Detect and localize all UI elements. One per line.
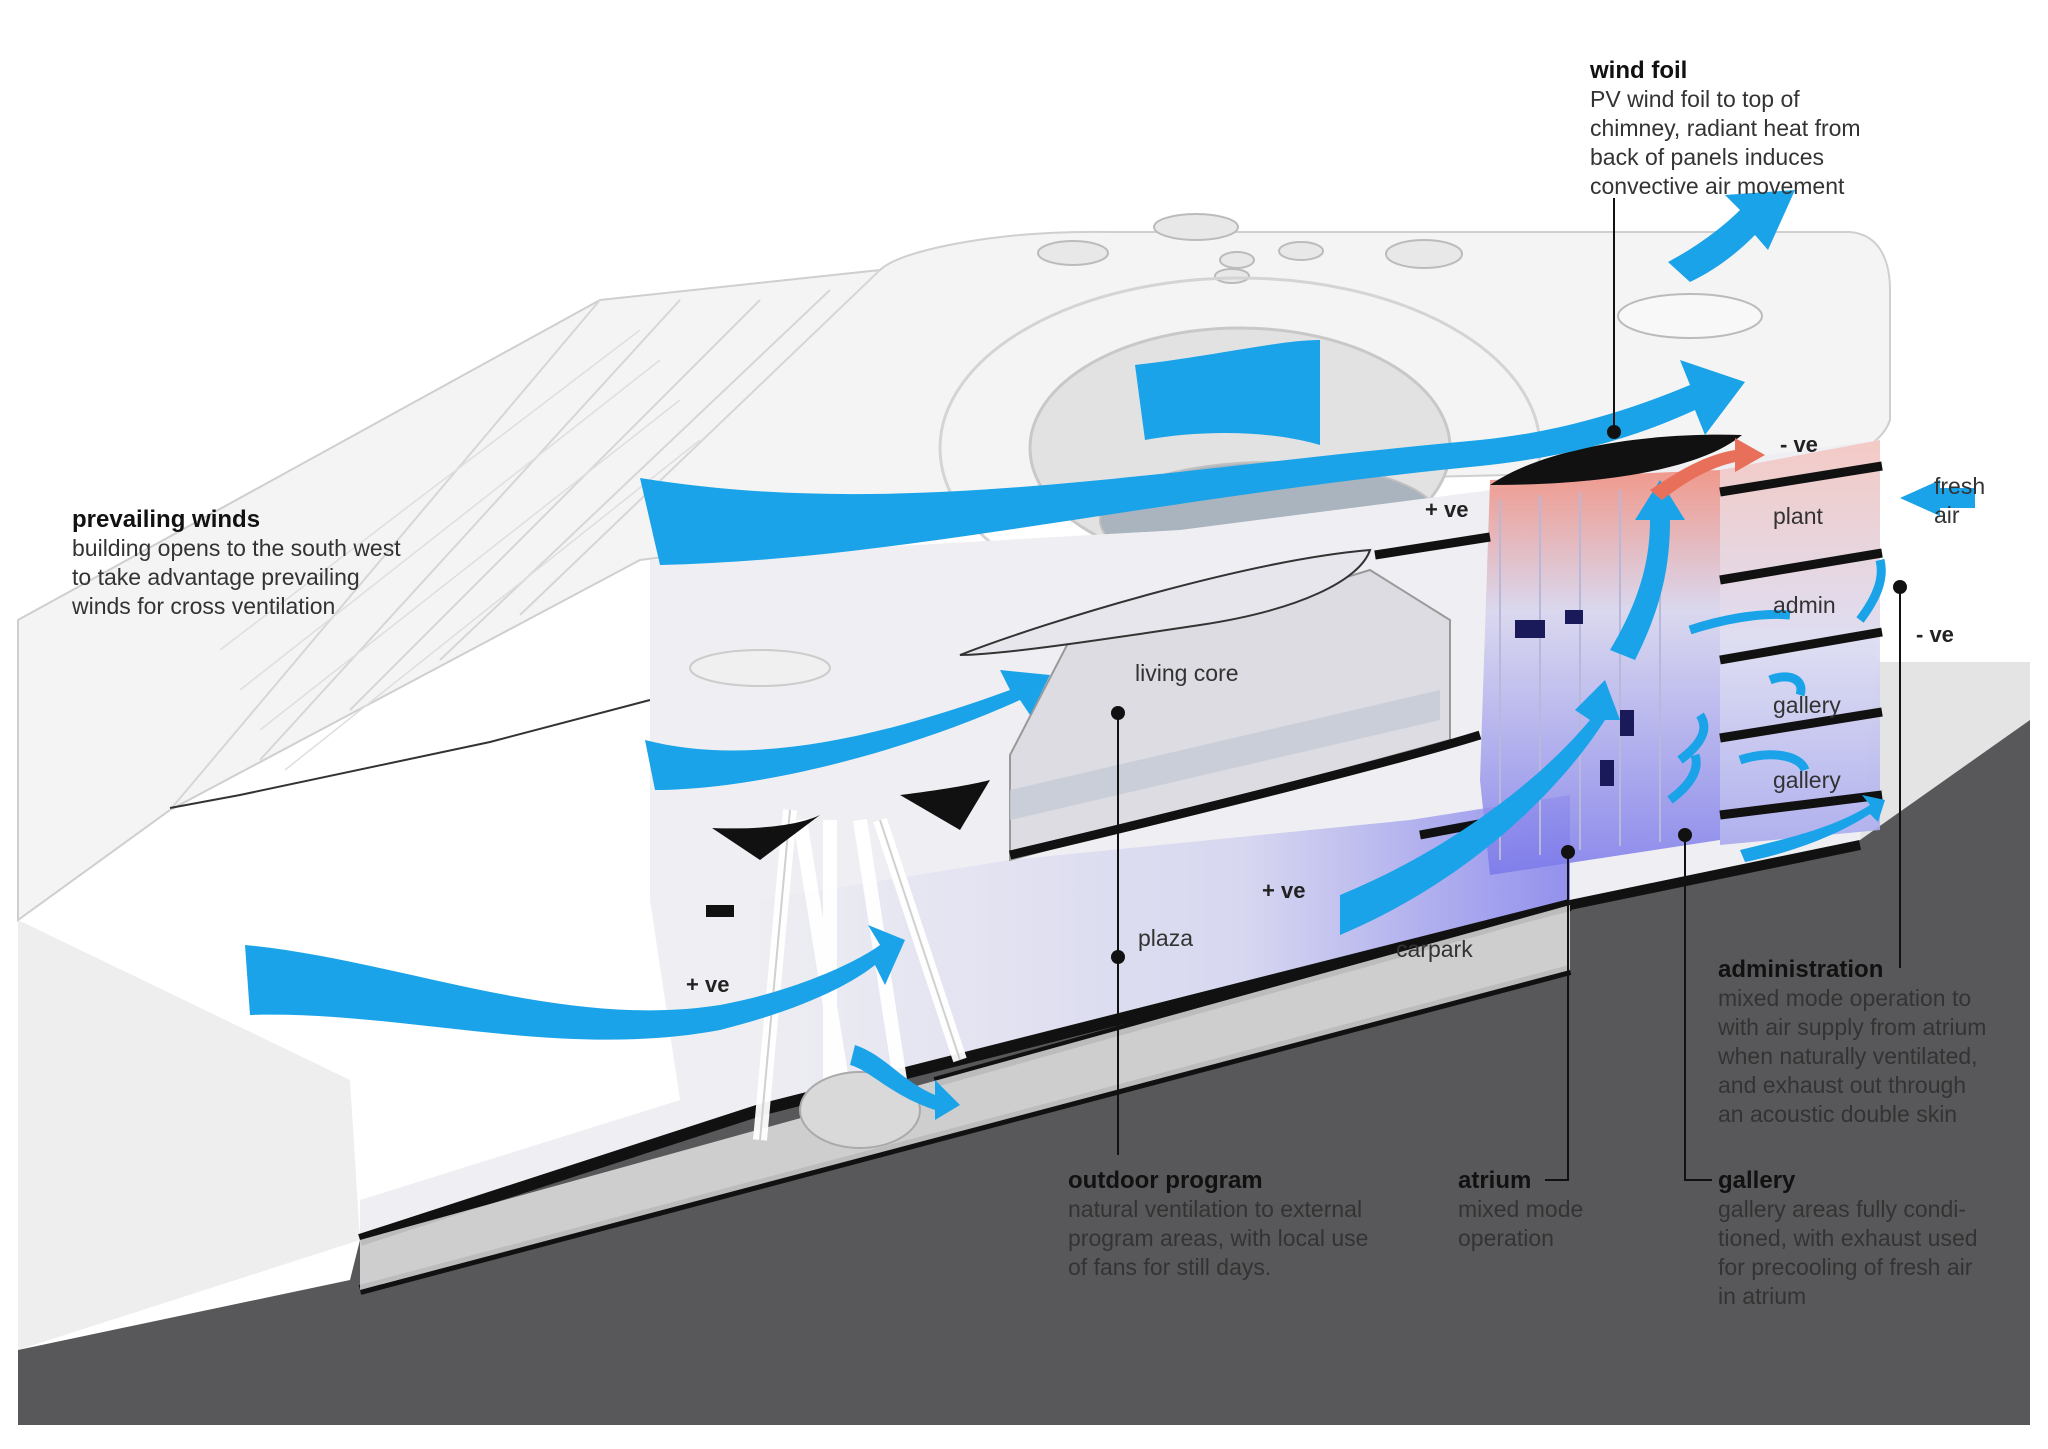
airflow-arrow-stair [850, 1045, 960, 1120]
canopy-grid [169, 269, 881, 811]
ground-right-light [1860, 662, 2030, 840]
airflow-arrow-carpark [1340, 680, 1620, 935]
airflow-arrow-plaza [245, 925, 905, 1040]
spiral-stair [799, 1071, 921, 1149]
rooflight [1153, 213, 1239, 241]
prevailing-winds-body: building opens to the south west to take… [72, 535, 401, 619]
gallery-body: gallery areas fully condi- tioned, with … [1718, 1196, 1978, 1309]
outdoor-program-title: outdoor program [1068, 1167, 1263, 1194]
canopy-lines [219, 329, 701, 771]
airflow-arrow-chimney-top [1668, 190, 1795, 282]
tree-cap-left [712, 815, 820, 860]
plaza-volume [760, 795, 1570, 1110]
airflow-arrow-living [645, 670, 1050, 790]
fresh-air-label: fresh air [1934, 473, 1986, 528]
wind-foil-leader-dot [1607, 425, 1621, 439]
gallery-note: gallery gallery areas fully condi- tione… [1718, 1166, 2038, 1311]
administration-body: mixed mode operation to with air supply … [1718, 985, 1987, 1127]
rooflight [1037, 240, 1109, 266]
administration-dot [1893, 580, 1907, 594]
wind-foil-body: PV wind foil to top of chimney, radiant … [1590, 86, 1861, 199]
fresh-air-arrow [1900, 480, 1975, 516]
gallery-air-arrow [1740, 795, 1885, 862]
gallery-lower-label: gallery [1773, 767, 1841, 793]
atrium-note: atrium mixed mode operation [1458, 1166, 1658, 1253]
airflow-arrow-court [1135, 340, 1320, 445]
atrium-window [1565, 610, 1583, 624]
living-core-underside [1008, 730, 1482, 860]
negative-pressure-right: - ve [1916, 622, 1954, 647]
floor-slab-plant [1719, 461, 1883, 497]
gallery-leader [1684, 835, 1712, 1181]
tension-cable [169, 699, 651, 809]
prevailing-winds-note: prevailing winds building opens to the s… [72, 505, 492, 621]
administration-note: administration mixed mode operation to w… [1718, 955, 2038, 1129]
atrium-glazing [1499, 487, 1661, 860]
office-swirl [1667, 558, 1886, 804]
plaza-label: plaza [1138, 925, 1193, 951]
gallery-title: gallery [1718, 1167, 1796, 1194]
outdoor-program-note: outdoor program natural ventilation to e… [1068, 1166, 1408, 1282]
wind-foil-note: wind foil PV wind foil to top of chimney… [1590, 56, 1970, 201]
airflow-arrow-top [640, 360, 1745, 565]
gallery-dot [1678, 828, 1692, 842]
stair-marker [706, 905, 734, 917]
atrium-dot [1561, 845, 1575, 859]
ground-light [18, 920, 360, 1350]
gallery-upper-label: gallery [1773, 692, 1841, 718]
carpark-label: carpark [1396, 936, 1473, 962]
rooflight [1214, 268, 1250, 284]
carpark-slab [1568, 840, 1862, 910]
positive-pressure-upper: + ve [1425, 497, 1469, 522]
rooflight [1385, 239, 1463, 269]
outdoor-program-dot-1 [1111, 706, 1125, 720]
negative-pressure-top: - ve [1780, 432, 1818, 457]
airflow-arrow-atrium-rise [1610, 480, 1685, 660]
atrium-window [1600, 760, 1614, 786]
rooflight [1278, 241, 1324, 261]
rooflight [1219, 251, 1255, 269]
tree-column-outline [759, 809, 961, 1141]
outdoor-program-body: natural ventilation to external program … [1068, 1196, 1369, 1280]
floor-slab-gallery-1 [1719, 627, 1883, 665]
tree-canopy [689, 649, 831, 687]
floor-slab-left [1374, 532, 1491, 560]
tree-cap-right [900, 780, 990, 830]
wind-foil [1490, 434, 1742, 485]
plant-label: plant [1773, 503, 1823, 529]
atrium-body: mixed mode operation [1458, 1196, 1584, 1251]
atrium-leader [1545, 852, 1569, 1181]
living-core-skylight [959, 548, 1372, 656]
base-slab-face [360, 905, 1570, 1290]
positive-pressure-mid: + ve [1262, 878, 1306, 903]
warm-exhaust-arrow [1650, 438, 1765, 500]
atrium-window [1515, 620, 1545, 638]
atrium-window [1620, 710, 1634, 736]
outdoor-program-dot-2 [1111, 950, 1125, 964]
administration-title: administration [1718, 956, 1884, 983]
prevailing-winds-title: prevailing winds [72, 506, 261, 533]
rooflight [1617, 293, 1763, 339]
admin-label: admin [1773, 592, 1836, 618]
positive-pressure-left: + ve [686, 972, 730, 997]
living-core-label: living core [1135, 660, 1239, 686]
floor-slab-gallery-2 [1719, 707, 1883, 743]
atrium-title: atrium [1458, 1167, 1532, 1194]
floor-slab-gallery-3 [1719, 790, 1883, 820]
floor-slab-admin [1719, 548, 1883, 585]
wind-foil-title: wind foil [1590, 57, 1688, 84]
